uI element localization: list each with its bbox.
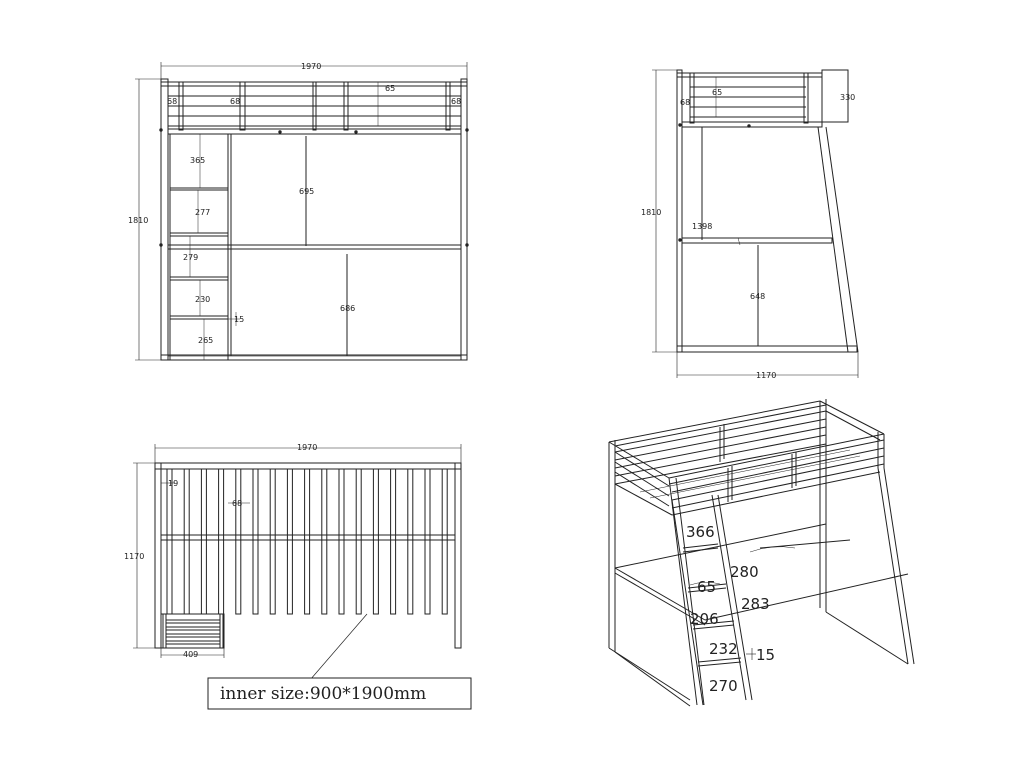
iso-view: [608, 399, 915, 707]
front-rail-label: 65: [385, 84, 395, 93]
iso-step5-label: 206: [690, 610, 719, 628]
bed-slat: [372, 468, 379, 615]
front-height-label: 1810: [128, 216, 148, 225]
bed-slat: [321, 468, 328, 615]
front-view: [135, 62, 469, 361]
side-view: [652, 69, 859, 378]
iso-step2-label: 280: [730, 563, 759, 581]
top-ladder-width-label: 409: [183, 650, 198, 659]
front-step5-label: 265: [198, 336, 213, 345]
front-lower-opening-label: 686: [340, 304, 355, 313]
iso-step4-label: 283: [741, 595, 770, 613]
top-edge-label: 19: [168, 479, 178, 488]
inner-size-text: inner size:900*1900mm: [220, 684, 426, 704]
bed-slat: [252, 468, 259, 615]
top-width-label: 1970: [297, 443, 317, 452]
front-ladder-tip-label: 15: [234, 315, 244, 324]
top-view: [133, 444, 462, 681]
side-depth-label: 1170: [756, 371, 776, 380]
top-slat-gap-label: 68: [232, 499, 242, 508]
bed-slat: [166, 468, 173, 615]
front-view-labels: 1970 1810 65 68 68 68 365 277 279 230 26…: [128, 62, 461, 345]
iso-view-labels: 366 280 65 283 206 232 15 270: [686, 523, 775, 695]
bed-slat: [441, 468, 448, 615]
front-upper-opening-label: 695: [299, 187, 314, 196]
front-post-mid-label: 68: [230, 97, 240, 106]
front-post-left-label: 68: [167, 97, 177, 106]
bed-slat: [355, 468, 362, 615]
bed-slat: [304, 468, 311, 615]
side-post-label: 68: [680, 98, 690, 107]
top-view-labels: 1970 1170 19 68 409: [124, 443, 317, 659]
iso-step6-label: 232: [709, 640, 738, 658]
front-post-right-label: 68: [451, 97, 461, 106]
bed-slat: [424, 468, 431, 615]
bed-slat: [338, 468, 345, 615]
side-height-label: 1810: [641, 208, 661, 217]
iso-step1-label: 366: [686, 523, 715, 541]
side-rail-label: 65: [712, 88, 722, 97]
iso-step8-label: 270: [709, 677, 738, 695]
bed-slat: [286, 468, 293, 615]
bed-slat: [269, 468, 276, 615]
bed-slat: [407, 468, 414, 615]
front-step1-label: 365: [190, 156, 205, 165]
bed-slat: [390, 468, 397, 615]
bed-slat: [200, 468, 207, 615]
bed-slat: [183, 468, 190, 615]
iso-step3-label: 65: [697, 578, 716, 596]
front-step3-label: 279: [183, 253, 198, 262]
iso-step7-label: 15: [756, 646, 775, 664]
top-slats: [166, 468, 448, 615]
front-step2-label: 277: [195, 208, 210, 217]
bed-slat: [218, 468, 225, 615]
bed-slat: [235, 468, 242, 615]
top-depth-label: 1170: [124, 552, 144, 561]
side-overhang-label: 330: [840, 93, 855, 102]
side-lower-opening-label: 648: [750, 292, 765, 301]
inner-size-note: inner size:900*1900mm: [207, 677, 472, 710]
front-step4-label: 230: [195, 295, 210, 304]
front-width-label: 1970: [301, 62, 321, 71]
side-view-labels: 1810 1170 65 68 330 1398 648: [641, 88, 855, 380]
side-upper-opening-label: 1398: [692, 222, 712, 231]
